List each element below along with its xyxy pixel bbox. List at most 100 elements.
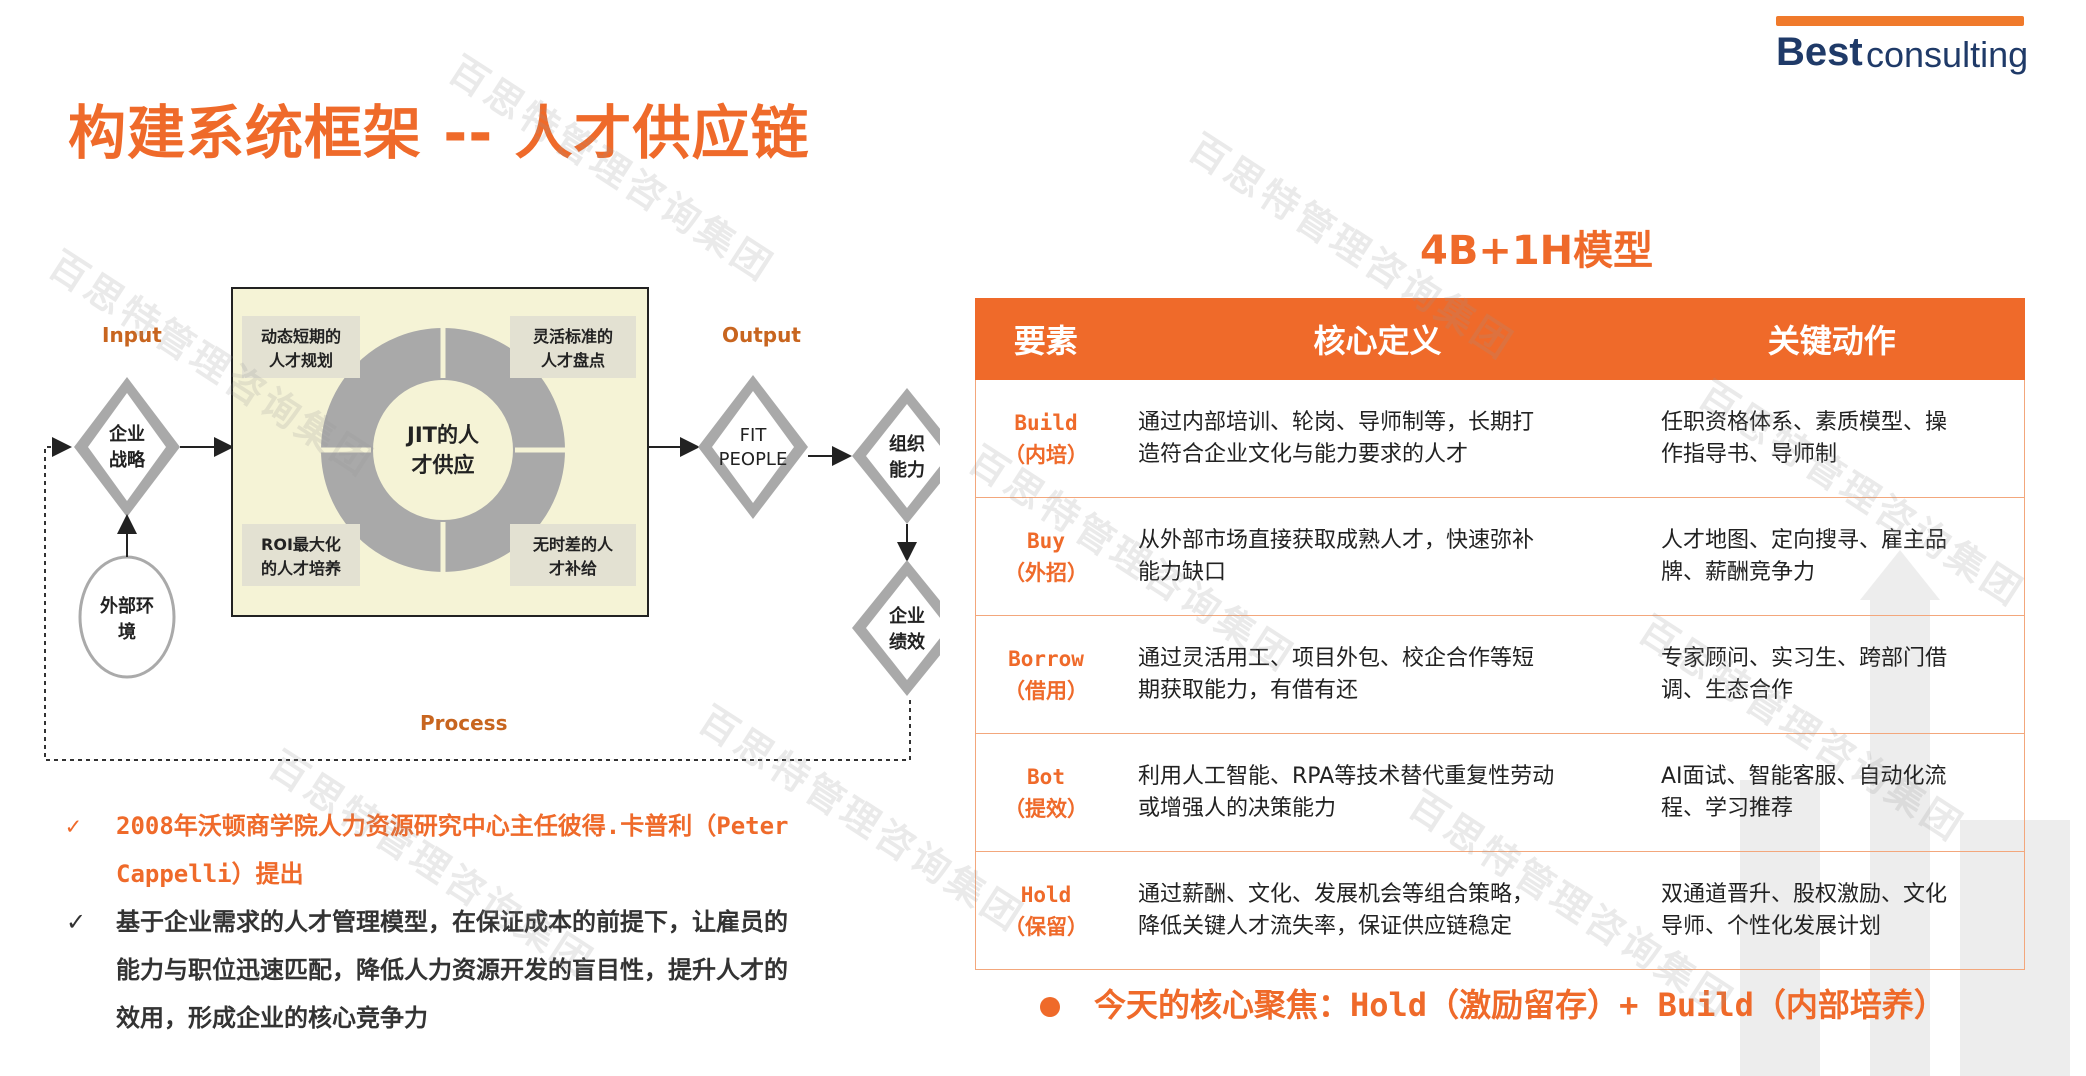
definition-line: 或增强人的决策能力 bbox=[1138, 795, 1337, 821]
box-bl-line1: ROI最大化 bbox=[261, 535, 341, 554]
element-cn: （保留） bbox=[1004, 914, 1088, 939]
actions-line: 专家顾问、实习生、跨部门借 bbox=[1661, 645, 1948, 671]
definition-cell: 利用人工智能、RPA等技术替代重复性劳动或增强人的决策能力 bbox=[1116, 733, 1639, 852]
definition-line: 利用人工智能、RPA等技术替代重复性劳动 bbox=[1138, 763, 1555, 789]
box-tr-line1: 灵活标准的 bbox=[533, 327, 613, 346]
brand-logo: Best consulting bbox=[1776, 16, 2028, 75]
bullet-origin: ✓ 2008年沃顿商学院人力资源研究中心主任彼得.卡普利（Peter Cappe… bbox=[66, 802, 896, 898]
performance-diamond: 企业 绩效 bbox=[852, 560, 940, 696]
element-cell: Build （内培） bbox=[975, 379, 1116, 498]
check-icon: ✓ bbox=[66, 908, 87, 936]
environment-line2: 境 bbox=[118, 621, 136, 643]
fit-people-diamond: FIT PEOPLE bbox=[698, 375, 808, 519]
performance-line1: 企业 bbox=[888, 605, 925, 627]
fit-line2: PEOPLE bbox=[719, 449, 788, 470]
element-cn: （提效） bbox=[1004, 796, 1088, 821]
4b1h-model-table: 要素 核心定义 关键动作 Build （内培） 通过内部培训、轮岗、导师制等，长期… bbox=[975, 298, 2025, 970]
definition-cell: 从外部市场直接获取成熟人才，快速弥补能力缺口 bbox=[1116, 497, 1639, 616]
actions-line: 程、学习推荐 bbox=[1661, 795, 1794, 821]
element-name: Hold bbox=[1020, 882, 1072, 907]
header-element: 要素 bbox=[975, 298, 1117, 380]
header-actions: 关键动作 bbox=[1638, 298, 2025, 380]
org-ability-diamond: 组织 能力 bbox=[852, 388, 940, 524]
element-name: Build bbox=[1014, 410, 1078, 435]
jit-line1: JIT的人 bbox=[405, 423, 479, 447]
core-focus-line: 今天的核心聚焦：Hold（激励留存）+ Build（内部培养） bbox=[1040, 980, 1946, 1026]
element-name: Buy bbox=[1027, 528, 1065, 553]
bullet-description: ✓ 基于企业需求的人才管理模型，在保证成本的前提下，让雇员的 能力与职位迅速匹配… bbox=[66, 898, 896, 1042]
box-tl-line1: 动态短期的 bbox=[261, 327, 341, 346]
definition-cell: 通过内部培训、轮岗、导师制等，长期打造符合企业文化与能力要求的人才 bbox=[1116, 379, 1639, 498]
definition-line: 造符合企业文化与能力要求的人才 bbox=[1138, 441, 1469, 467]
table-row: Hold （保留） 通过薪酬、文化、发展机会等组合策略， 降低关键人才流失率，保证供… bbox=[975, 851, 2025, 970]
actions-cell: 双通道晋升、股权激励、文化导师、个性化发展计划 bbox=[1639, 851, 2025, 970]
actions-line: 双通道晋升、股权激励、文化 bbox=[1661, 881, 1948, 907]
box-bl-line2: 的人才培养 bbox=[261, 559, 342, 578]
strategy-line1: 企业 bbox=[108, 423, 145, 445]
actions-line: 作指导书、导师制 bbox=[1661, 441, 1838, 467]
environment-ellipse: 外部环 境 bbox=[78, 555, 176, 679]
element-cell: Buy （外招） bbox=[975, 497, 1116, 616]
element-cell: Borrow （借用） bbox=[975, 615, 1116, 734]
model-title: 4B+1H模型 bbox=[1420, 228, 1654, 274]
definition-line: 能力缺口 bbox=[1138, 559, 1227, 585]
jit-cycle-ring: JIT的人 才供应 bbox=[321, 328, 565, 572]
actions-cell: 专家顾问、实习生、跨部门借调、生态合作 bbox=[1639, 615, 2025, 734]
box-br-line1: 无时差的人 bbox=[532, 535, 614, 554]
definition-line: 降低关键人才流失率，保证供应链稳定 bbox=[1138, 913, 1513, 939]
logo-consulting-text: consulting bbox=[1866, 34, 2029, 75]
logo-accent-bar bbox=[1776, 16, 2024, 26]
bullet-line: 效用，形成企业的核心竞争力 bbox=[116, 1004, 428, 1032]
performance-line2: 绩效 bbox=[889, 631, 926, 653]
box-tr-line2: 人才盘点 bbox=[541, 351, 605, 370]
org-line2: 能力 bbox=[889, 459, 925, 481]
box-short-term-planning: 动态短期的 人才规划 bbox=[242, 316, 360, 378]
bullet-line: Cappelli）提出 bbox=[116, 860, 304, 888]
process-feedback-loop bbox=[44, 437, 911, 761]
element-cn: （内培） bbox=[1004, 442, 1088, 467]
table-row: Bot （提效） 利用人工智能、RPA等技术替代重复性劳动或增强人的决策能力 AI… bbox=[975, 733, 2025, 852]
element-cell: Hold （保留） bbox=[975, 851, 1116, 970]
bullet-list: ✓ 2008年沃顿商学院人力资源研究中心主任彼得.卡普利（Peter Cappe… bbox=[66, 802, 896, 1042]
actions-cell: 任职资格体系、素质模型、操作指导书、导师制 bbox=[1639, 379, 2025, 498]
jit-line2: 才供应 bbox=[412, 453, 475, 477]
actions-line: 牌、薪酬竞争力 bbox=[1661, 559, 1816, 585]
actions-line: AI面试、智能客服、自动化流 bbox=[1661, 763, 1947, 789]
table-row: Buy （外招） 从外部市场直接获取成熟人才，快速弥补能力缺口 人才地图、定向搜寻… bbox=[975, 497, 2025, 616]
element-cn: （借用） bbox=[1004, 678, 1088, 703]
actions-cell: AI面试、智能客服、自动化流程、学习推荐 bbox=[1639, 733, 2025, 852]
table-row: Build （内培） 通过内部培训、轮岗、导师制等，长期打造符合企业文化与能力要求… bbox=[975, 379, 2025, 498]
box-instant-supply: 无时差的人 才补给 bbox=[510, 524, 636, 586]
header-definition: 核心定义 bbox=[1115, 298, 1640, 380]
element-name: Borrow bbox=[1008, 646, 1084, 671]
definition-cell: 通过薪酬、文化、发展机会等组合策略， 降低关键人才流失率，保证供应链稳定 bbox=[1116, 851, 1639, 970]
definition-line: 期获取能力，有借有还 bbox=[1138, 677, 1359, 703]
logo-best-text: Best bbox=[1776, 30, 1863, 74]
input-label: Input bbox=[102, 323, 162, 347]
bullet-line: 2008年沃顿商学院人力资源研究中心主任彼得.卡普利（Peter bbox=[116, 812, 789, 840]
strategy-line2: 战略 bbox=[109, 449, 146, 471]
actions-line: 任职资格体系、素质模型、操 bbox=[1661, 409, 1948, 435]
actions-line: 调、生态合作 bbox=[1661, 677, 1794, 703]
bullet-line: 能力与职位迅速匹配，降低人力资源开发的盲目性，提升人才的 bbox=[116, 956, 788, 984]
process-label: Process bbox=[420, 711, 508, 735]
actions-line: 人才地图、定向搜寻、雇主品 bbox=[1661, 527, 1948, 553]
bullet-line: 基于企业需求的人才管理模型，在保证成本的前提下，让雇员的 bbox=[116, 908, 788, 936]
box-br-line2: 才补给 bbox=[549, 559, 597, 578]
element-cn: （外招） bbox=[1004, 560, 1088, 585]
fit-line1: FIT bbox=[740, 425, 768, 446]
output-label: Output bbox=[722, 323, 801, 347]
definition-line: 通过内部培训、轮岗、导师制等，长期打 bbox=[1138, 409, 1535, 435]
element-name: Bot bbox=[1027, 764, 1065, 789]
definition-line: 从外部市场直接获取成熟人才，快速弥补 bbox=[1138, 527, 1535, 553]
core-focus-text: 今天的核心聚焦：Hold（激励留存）+ Build（内部培养） bbox=[1094, 986, 1946, 1024]
actions-line: 导师、个性化发展计划 bbox=[1661, 913, 1882, 939]
environment-line1: 外部环 bbox=[100, 595, 154, 617]
definition-line: 通过薪酬、文化、发展机会等组合策略， bbox=[1138, 881, 1535, 907]
box-roi-training: ROI最大化 的人才培养 bbox=[242, 524, 360, 586]
page-title: 构建系统框架 -- 人才供应链 bbox=[68, 99, 810, 167]
definition-line: 通过灵活用工、项目外包、校企合作等短 bbox=[1138, 645, 1535, 671]
bullet-dot-icon bbox=[1040, 997, 1060, 1017]
talent-supply-chain-diagram: Input Output Process 企业 战略 外部环 境 JIT的人 才… bbox=[44, 287, 940, 761]
org-line1: 组织 bbox=[889, 433, 925, 455]
